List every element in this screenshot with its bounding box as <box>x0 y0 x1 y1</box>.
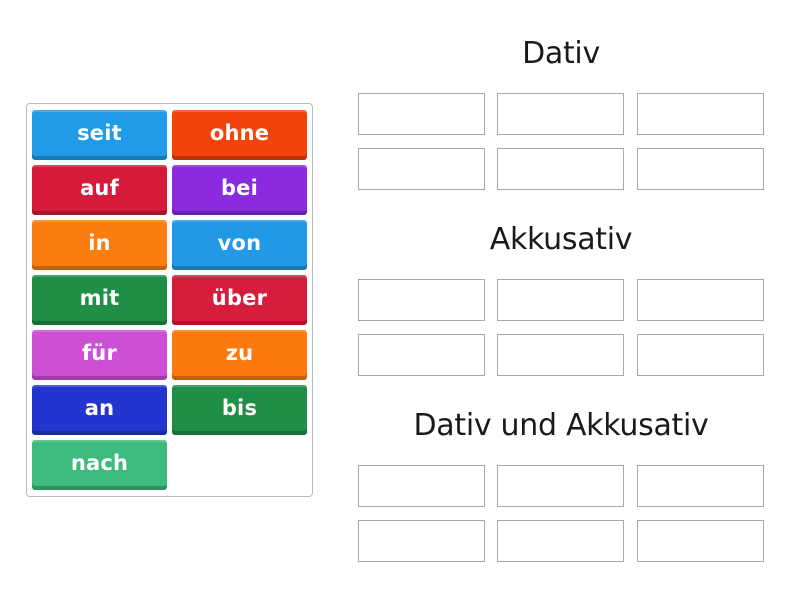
tile-bis[interactable]: bis <box>172 385 307 435</box>
tile-bei[interactable]: bei <box>172 165 307 215</box>
group-title-dativ-und-akkusativ: Dativ und Akkusativ <box>413 408 709 443</box>
tile-bank: seit ohne auf bei in von mit über für zu… <box>26 103 313 497</box>
drop-slot-dativ-2[interactable] <box>497 93 624 135</box>
drop-slot-dativ-3[interactable] <box>637 93 764 135</box>
tile-von[interactable]: von <box>172 220 307 270</box>
drop-slot-dativ-6[interactable] <box>637 148 764 190</box>
tile-ueber[interactable]: über <box>172 275 307 325</box>
drop-slot-both-2[interactable] <box>497 465 624 507</box>
drop-slot-dativ-4[interactable] <box>358 148 485 190</box>
drop-slot-akkusativ-6[interactable] <box>637 334 764 376</box>
drop-slot-akkusativ-3[interactable] <box>637 279 764 321</box>
tile-mit[interactable]: mit <box>32 275 167 325</box>
drop-slot-both-5[interactable] <box>497 520 624 562</box>
tile-fuer[interactable]: für <box>32 330 167 380</box>
drop-slot-akkusativ-1[interactable] <box>358 279 485 321</box>
tile-zu[interactable]: zu <box>172 330 307 380</box>
tile-an[interactable]: an <box>32 385 167 435</box>
drop-slot-both-6[interactable] <box>637 520 764 562</box>
tile-auf[interactable]: auf <box>32 165 167 215</box>
tile-nach[interactable]: nach <box>32 440 167 490</box>
group-title-dativ: Dativ <box>522 36 600 71</box>
drop-slot-akkusativ-5[interactable] <box>497 334 624 376</box>
drop-slot-both-1[interactable] <box>358 465 485 507</box>
drop-slot-both-3[interactable] <box>637 465 764 507</box>
drop-slot-dativ-1[interactable] <box>358 93 485 135</box>
group-title-akkusativ: Akkusativ <box>489 222 633 257</box>
tile-ohne[interactable]: ohne <box>172 110 307 160</box>
drop-slot-akkusativ-4[interactable] <box>358 334 485 376</box>
drop-slot-akkusativ-2[interactable] <box>497 279 624 321</box>
tile-seit[interactable]: seit <box>32 110 167 160</box>
drop-slot-both-4[interactable] <box>358 520 485 562</box>
drop-slot-dativ-5[interactable] <box>497 148 624 190</box>
tile-in[interactable]: in <box>32 220 167 270</box>
